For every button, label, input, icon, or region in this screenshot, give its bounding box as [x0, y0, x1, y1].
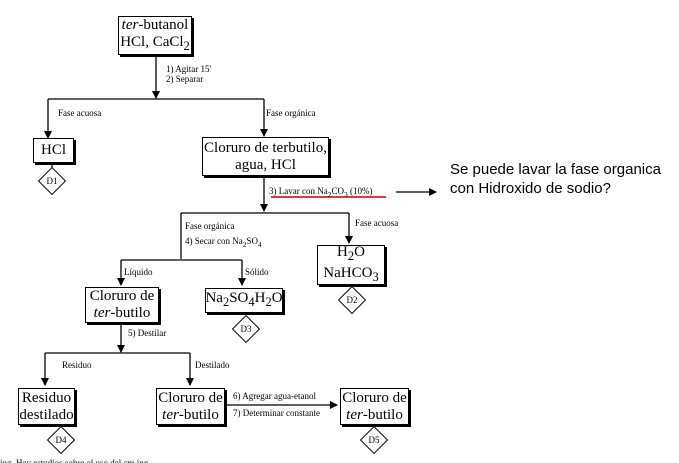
label-step-1: 1) Agitar 15' — [166, 64, 212, 74]
box-cloruro-terbutilo-agua: Cloruro de terbutilo, agua, HCl — [202, 137, 329, 176]
box-cloruro-ter-butilo-3: Cloruro de ter-butilo — [340, 388, 409, 425]
start-reagents: HCl, CaCl — [120, 33, 184, 50]
label-step-7: 7) Determinar constante — [233, 408, 320, 418]
label-solido: Sólido — [245, 267, 269, 277]
box-sulfate: Na2SO4H2O — [205, 288, 283, 313]
box-h2o-nahco3: H2O NaHCO3 — [317, 244, 385, 285]
start-name: -butanol — [138, 16, 189, 33]
box-start: ter-butanol HCl, CaCl2 — [118, 16, 192, 55]
label-step-5: 5) Destilar — [128, 328, 167, 338]
cloruro1-line1: Cloruro de terbutilo, — [204, 139, 327, 156]
box-residuo-destilado: Residuo destilado — [18, 388, 75, 425]
diamond-d5: D5 — [359, 425, 389, 455]
diamond-d3: D3 — [231, 314, 261, 344]
diamond-d4: D4 — [46, 425, 76, 455]
cloruro1-line2: agua, HCl — [235, 156, 296, 173]
label-step-4: 4) Secar con Na2SO4 — [185, 236, 262, 249]
label-fase-acuosa-2: Fase acuosa — [355, 218, 399, 228]
label-step-3: 3) Lavar con Na2CO3 (10%) — [269, 186, 373, 199]
box-cloruro-ter-butilo-2: Cloruro de ter-butilo — [156, 388, 225, 425]
start-subscript: 2 — [183, 38, 190, 53]
box-hcl: HCl — [33, 138, 74, 163]
cut-off-caption: ing. Hay estudios sobre el uso del cm in… — [0, 458, 149, 463]
label-step-6: 6) Agregar agua-etanol — [233, 391, 316, 401]
diamond-d2: D2 — [337, 285, 367, 315]
label-liquido: Líquido — [124, 267, 153, 277]
cloruro2-line1: Cloruro de — [89, 288, 155, 304]
label-fase-organica-2: Fase orgánica — [185, 221, 235, 231]
label-step-2: 2) Separar — [166, 74, 204, 84]
label-residuo: Residuo — [62, 360, 92, 370]
diamond-d1: D1 — [37, 166, 67, 196]
label-fase-acuosa-1: Fase acuosa — [58, 108, 102, 118]
box-cloruro-ter-butilo-1: Cloruro de ter-butilo — [85, 287, 159, 323]
start-italic-prefix: ter — [121, 16, 139, 33]
label-fase-organica-1: Fase orgánica — [266, 108, 316, 118]
hcl-label: HCl — [40, 142, 66, 158]
question-comment: Se puede lavar la fase organica con Hidr… — [450, 161, 661, 197]
label-destilado: Destilado — [195, 360, 230, 370]
